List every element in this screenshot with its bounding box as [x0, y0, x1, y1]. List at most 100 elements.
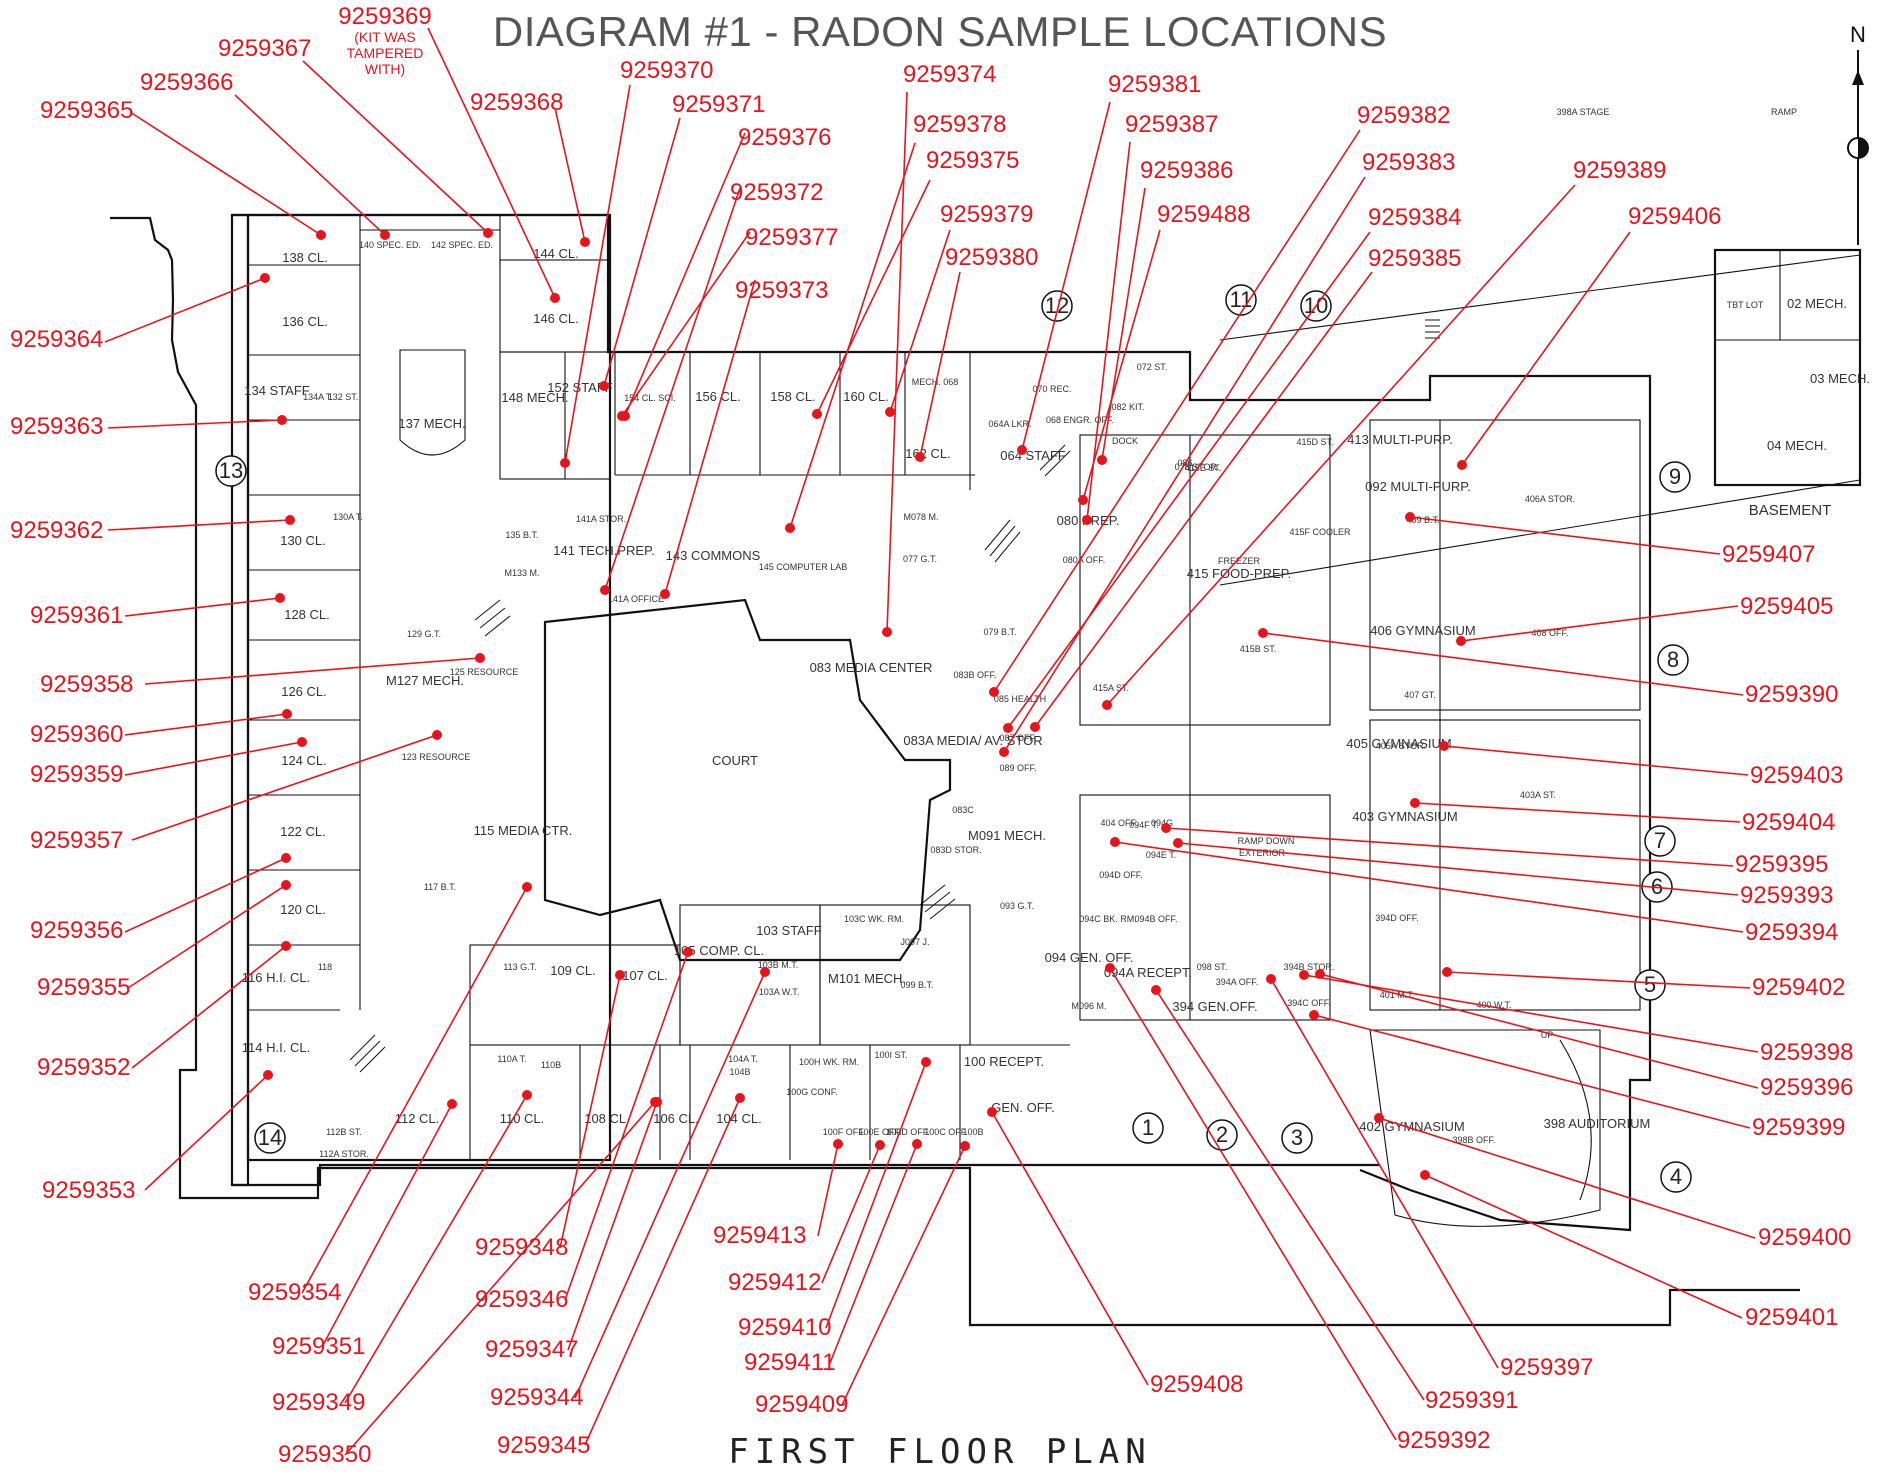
room-label: 094F T. — [1129, 820, 1159, 830]
sample-label-9259370: 9259370 — [620, 57, 713, 84]
column-marker-circle-14 — [254, 1122, 286, 1154]
room-label: 080A OFF. — [1063, 555, 1106, 565]
leader-line-9259393 — [1177, 842, 1739, 896]
sample-label-9259404: 9259404 — [1742, 809, 1835, 836]
column-marker-circle-8 — [1657, 644, 1689, 676]
sample-label-9259405: 9259405 — [1740, 593, 1833, 620]
sample-label-9259347: 9259347 — [485, 1336, 578, 1363]
sample-dot-9259398 — [1299, 970, 1309, 980]
sample-dot-9259383 — [999, 747, 1009, 757]
room-label: M078 M. — [903, 512, 938, 522]
sample-dot-9259357 — [432, 730, 442, 740]
room-label: 079 B.T. — [983, 627, 1016, 637]
room-label: 094C BK. RM. — [1079, 914, 1137, 924]
sample-dot-9259354 — [522, 882, 532, 892]
sample-dot-9259400 — [1374, 1113, 1384, 1123]
sample-leader-lines — [104, 27, 1759, 1456]
column-marker-circle-11 — [1225, 284, 1257, 316]
column-marker-8: 8 — [1667, 647, 1679, 672]
sample-dot-9259368 — [580, 237, 590, 247]
room-label: TBT LOT — [1727, 300, 1764, 310]
room-label: 394D OFF. — [1375, 913, 1419, 923]
tamper-note-2: TAMPERED — [347, 45, 424, 61]
leader-line-9259363 — [107, 419, 283, 429]
room-label: 110 CL. — [500, 1111, 545, 1126]
room-label: 083 MEDIA CENTER — [810, 660, 933, 675]
sample-label-9259383: 9259383 — [1362, 149, 1455, 176]
leader-line-9259392 — [1109, 967, 1397, 1441]
room-label: 415A ST. — [1093, 683, 1129, 693]
sample-label-9259408: 9259408 — [1150, 1371, 1243, 1398]
sample-dot-9259382 — [989, 687, 999, 697]
room-label: 100C OFF. — [924, 1127, 968, 1137]
sample-dot-9259370 — [560, 458, 570, 468]
leader-line-9259346 — [564, 951, 689, 1301]
room-label: 104A T. — [728, 1054, 758, 1064]
room-label: 077 G.T. — [903, 554, 937, 564]
room-label: 100H WK. RM. — [799, 1057, 859, 1067]
sample-label-9259406: 9259406 — [1628, 203, 1721, 230]
room-label: 112B ST. — [326, 1127, 362, 1137]
building-walls — [110, 50, 1869, 1327]
leader-line-9259384 — [1007, 231, 1371, 729]
sample-dot-9259387 — [1082, 515, 1092, 525]
sample-label-9259409: 9259409 — [755, 1391, 848, 1418]
room-label: UP — [1541, 1030, 1554, 1040]
room-label: 138 CL. — [282, 250, 328, 265]
room-label: 083B OFF. — [953, 670, 996, 680]
room-label: 100 RECEPT. — [964, 1054, 1044, 1069]
sample-dot-9259350 — [650, 1097, 660, 1107]
column-marker-circle-9 — [1659, 461, 1691, 493]
column-marker-circle-2 — [1206, 1119, 1238, 1151]
room-label: 099 B.T. — [900, 980, 933, 990]
room-label: 112 CL. — [395, 1111, 440, 1126]
room-label: 064 STAFF — [1000, 448, 1066, 463]
sample-label-9259344: 9259344 — [490, 1384, 583, 1411]
room-label: 415 FOOD-PREP. — [1187, 566, 1292, 581]
sample-dot-9259353 — [263, 1070, 273, 1080]
room-label: 100D OFF. — [886, 1127, 930, 1137]
room-label: 134A T. — [303, 392, 333, 402]
room-label: 104B — [729, 1067, 750, 1077]
room-label: COURT — [712, 753, 758, 768]
room-label: 070 REC. — [1032, 384, 1071, 394]
room-label: 126 CL. — [281, 684, 327, 699]
room-label: 130 CL. — [280, 533, 326, 548]
column-marker-4: 4 — [1670, 1164, 1682, 1189]
sample-label-9259379: 9259379 — [940, 201, 1033, 228]
room-label: 113 G.T. — [503, 962, 536, 972]
room-label: M133 M. — [504, 568, 539, 578]
room-label: M091 MECH. — [968, 828, 1046, 843]
sample-dot-9259397 — [1266, 974, 1276, 984]
room-label: 394 GEN.OFF. — [1172, 999, 1257, 1014]
sample-dot-9259345 — [735, 1093, 745, 1103]
sample-dot-9259374 — [882, 627, 892, 637]
sample-label-9259364: 9259364 — [10, 326, 103, 353]
sample-dot-9259384 — [1003, 723, 1013, 733]
room-label: RAMP — [1771, 107, 1797, 117]
leader-line-9259406 — [1461, 231, 1631, 466]
sample-dot-9259408 — [987, 1107, 997, 1117]
room-label: 123 RESOURCE — [402, 752, 471, 762]
sample-dot-9259412 — [875, 1140, 885, 1150]
sample-dot-9259406 — [1457, 460, 1467, 470]
room-label: 134 STAFF — [244, 383, 310, 398]
room-label: 072 ST. — [1137, 362, 1168, 372]
sample-label-9259374: 9259374 — [903, 61, 996, 88]
room-label: 094B OFF. — [1134, 914, 1177, 924]
sample-dot-9259363 — [277, 415, 287, 425]
sample-label-9259397: 9259397 — [1500, 1354, 1593, 1381]
leader-line-9259362 — [107, 519, 291, 531]
sample-label-9259396: 9259396 — [1760, 1074, 1853, 1101]
leader-line-9259352 — [131, 945, 287, 1069]
sample-label-9259385: 9259385 — [1368, 245, 1461, 272]
sample-dot-9259364 — [260, 273, 270, 283]
sample-label-9259378: 9259378 — [913, 111, 1006, 138]
room-label: 158 CL. — [770, 389, 816, 404]
room-label: 162 CL. — [905, 446, 951, 461]
sample-dot-9259403 — [1439, 741, 1449, 751]
room-label: 116 H.I. CL. — [242, 970, 310, 985]
room-label: 085 HEALTH — [994, 694, 1046, 704]
room-label: 394A OFF. — [1216, 977, 1259, 987]
